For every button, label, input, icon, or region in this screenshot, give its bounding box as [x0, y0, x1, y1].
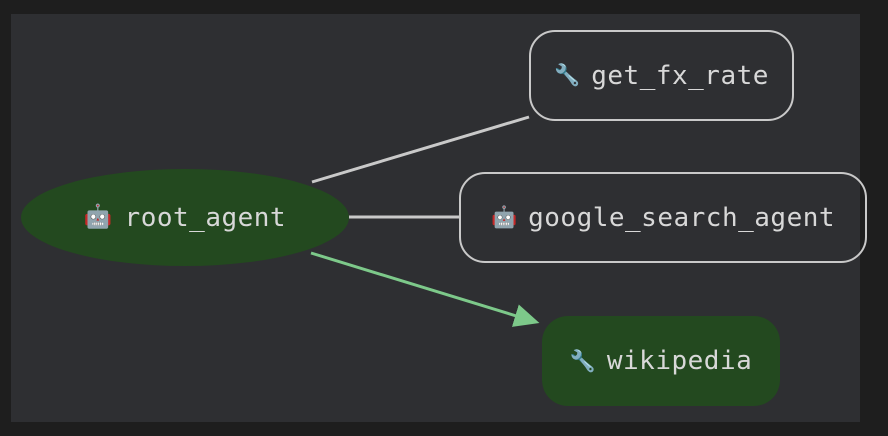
graph-node-get-fx-rate[interactable]: 🔧 get_fx_rate	[529, 30, 794, 121]
graph-node-google-search-agent[interactable]: 🤖 google_search_agent	[459, 172, 867, 263]
robot-icon: 🤖	[83, 204, 113, 230]
node-label: wikipedia	[606, 346, 753, 376]
wrench-icon: 🔧	[569, 348, 596, 373]
node-label: google_search_agent	[528, 202, 836, 233]
node-label: root_agent	[124, 202, 287, 233]
robot-icon: 🤖	[490, 205, 518, 229]
wrench-icon: 🔧	[554, 63, 581, 87]
graph-node-root-agent[interactable]: 🤖 root_agent	[21, 169, 349, 266]
node-label: get_fx_rate	[591, 60, 769, 91]
graph-node-wikipedia[interactable]: 🔧 wikipedia	[542, 316, 780, 406]
